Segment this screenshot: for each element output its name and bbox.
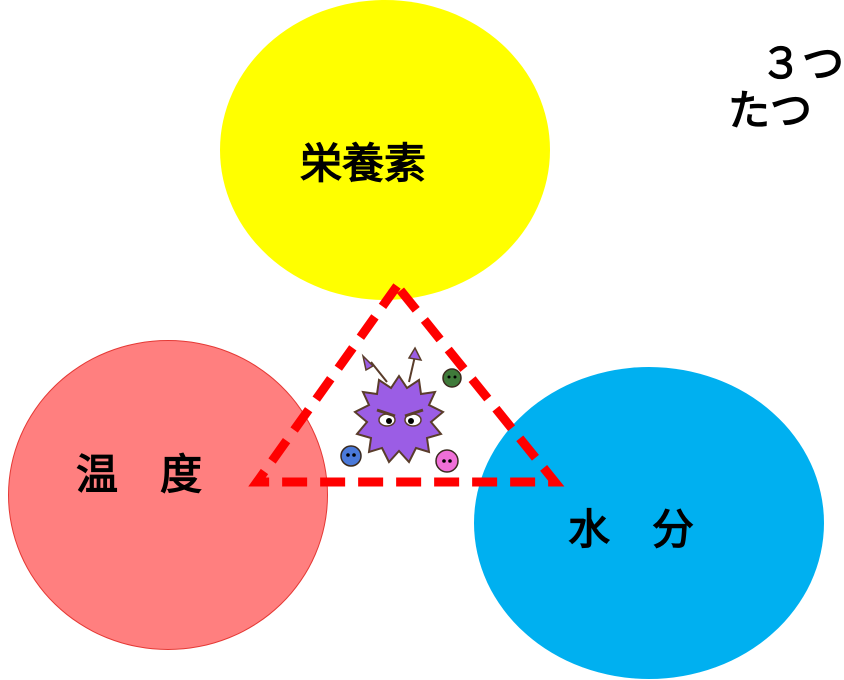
factor-diagram: 栄養素 温 度 水 分 ３つ たつ bbox=[8, 0, 844, 679]
germ-purple-icon bbox=[353, 346, 445, 464]
dashed-triangle bbox=[248, 278, 565, 487]
heading-line-2: たつ bbox=[728, 86, 813, 135]
temperature-label: 温 度 bbox=[76, 450, 203, 499]
nutrients-circle bbox=[220, 0, 550, 300]
water-label: 水 分 bbox=[568, 505, 695, 554]
nutrients-label: 栄養素 bbox=[300, 139, 427, 188]
germ-blue-icon bbox=[340, 445, 362, 467]
temperature-circle bbox=[8, 340, 328, 650]
germ-pink-icon bbox=[435, 449, 459, 473]
triangle-overlay bbox=[248, 278, 565, 487]
water-circle bbox=[474, 367, 824, 679]
heading-line-1: ３つ bbox=[760, 39, 844, 88]
germ-green-icon bbox=[442, 368, 462, 388]
